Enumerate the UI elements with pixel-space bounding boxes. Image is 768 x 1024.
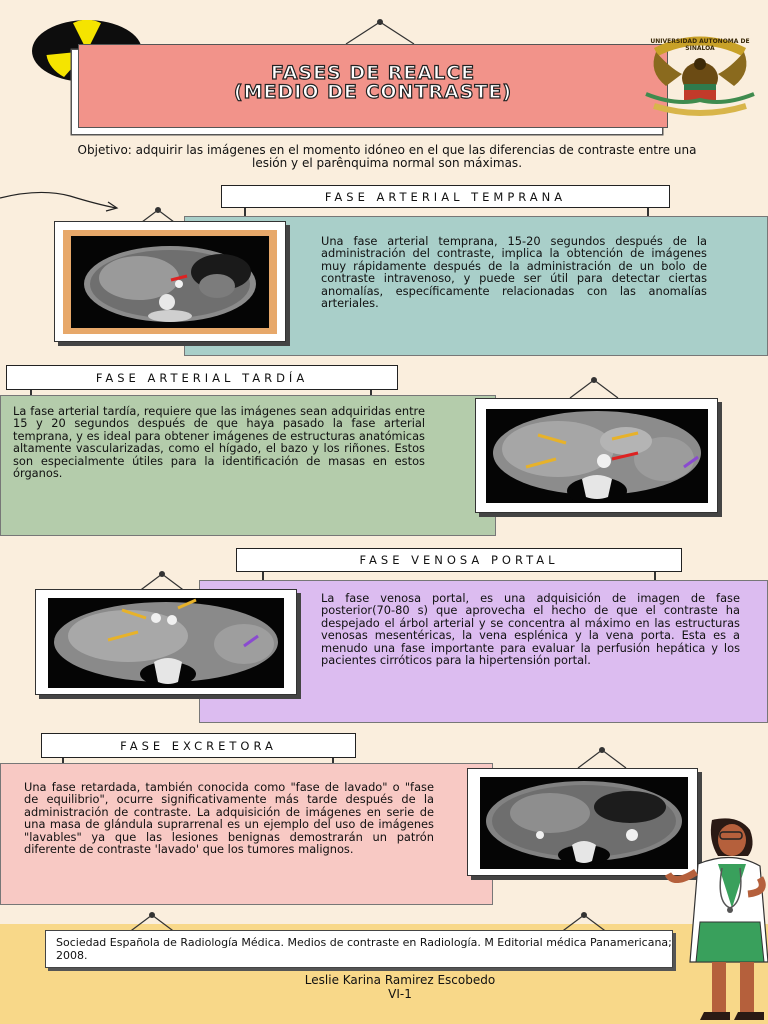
author-name: Leslie Karina Ramirez Escobedo — [304, 973, 496, 987]
section-4-header: FASE EXCRETORA — [41, 733, 356, 758]
university-seal-icon: UNIVERSIDAD AUTONOMA DE SINALOA — [636, 32, 764, 120]
section-2-panel — [0, 395, 496, 536]
section-1-text: Una fase arterial temprana, 15-20 segund… — [321, 234, 707, 311]
page-title: FASES DE REALCE (MEDIO DE CONTRASTE) — [78, 62, 668, 103]
reference-text: Sociedad Española de Radiología Médica. … — [56, 936, 672, 962]
ct-image-excretory — [467, 768, 698, 876]
author-group: VI-1 — [388, 987, 412, 1001]
section-4-panel — [0, 763, 493, 905]
ct-image-late-arterial — [475, 398, 718, 513]
title-box — [78, 44, 668, 128]
hanger-icon — [127, 912, 177, 934]
hanger-icon — [559, 912, 609, 934]
section-3-text: La fase venosa portal, es una adquisició… — [321, 591, 740, 668]
title-line2: (MEDIO DE CONTRASTE) — [233, 81, 513, 103]
doctor-illustration — [660, 812, 768, 1024]
hanger-icon — [345, 19, 415, 45]
ct-image-early-arterial — [54, 221, 286, 342]
author-block: Leslie Karina Ramirez Escobedo VI-1 — [200, 973, 600, 1001]
section-2-text: La fase arterial tardía, requiere que la… — [13, 404, 425, 481]
hanger-icon — [569, 377, 619, 399]
ct-image-portal-venous — [35, 589, 297, 695]
reference-box: Sociedad Española de Radiología Médica. … — [45, 930, 673, 968]
section-3-header: FASE VENOSA PORTAL — [236, 548, 682, 572]
section-4-text: Una fase retardada, también conocida com… — [24, 780, 434, 857]
seal-text: UNIVERSIDAD AUTONOMA DE SINALOA — [650, 38, 750, 52]
title-line1: FASES DE REALCE — [270, 62, 476, 84]
section-1-header: FASE ARTERIAL TEMPRANA — [221, 185, 670, 208]
arrow-icon — [0, 191, 119, 212]
objective-text: Objetivo: adquirir las imágenes en el mo… — [77, 143, 697, 170]
section-2-header: FASE ARTERIAL TARDÍA — [6, 365, 398, 390]
hanger-icon — [137, 571, 187, 593]
hanger-icon — [577, 747, 627, 769]
